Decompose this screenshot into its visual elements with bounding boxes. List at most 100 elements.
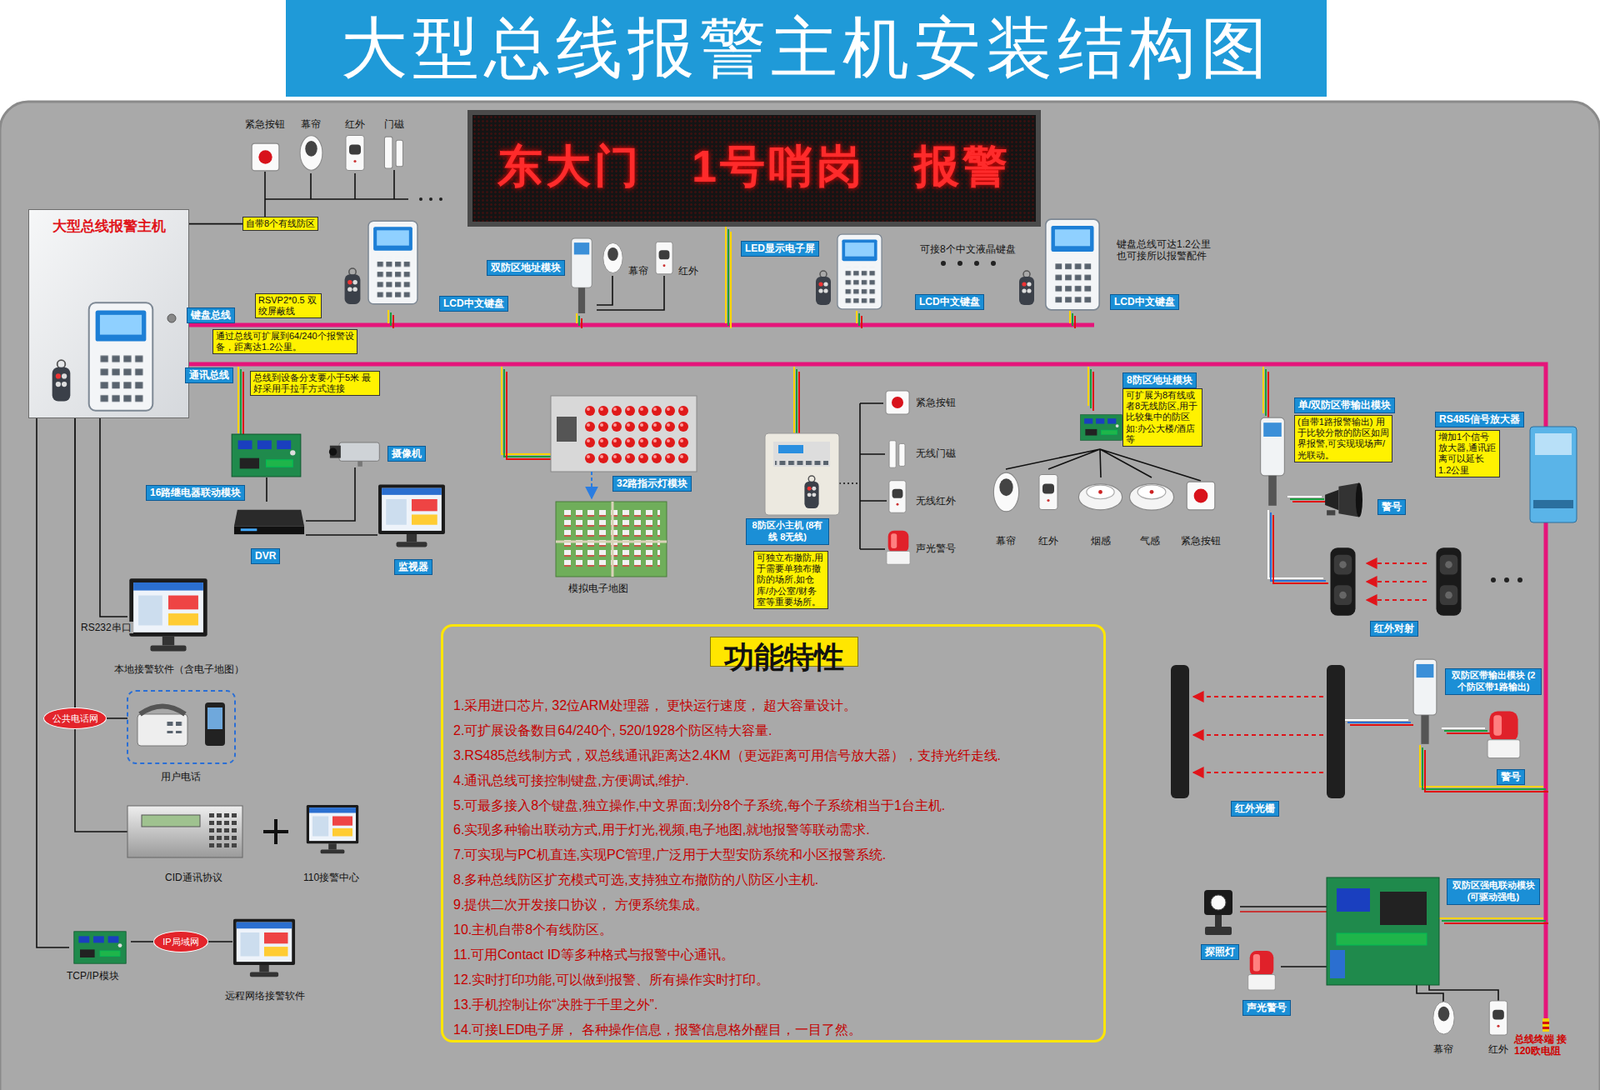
device-icons: [207, 707, 223, 730]
text-label: 门磁: [382, 118, 406, 130]
wire-bundle: [1270, 512, 1326, 581]
wire-bundle: [1087, 366, 1090, 406]
device-icons: [1326, 665, 1345, 799]
node-text: 3.RS485总线制方式，双总线通讯距离达2.4KM（更远距离可用信号放大器），…: [453, 743, 1104, 769]
beam-arrows: [1366, 580, 1427, 583]
device-icons: [345, 268, 361, 305]
text-label: 无线红外: [914, 495, 958, 507]
device-tag: 8防区地址模块: [1122, 372, 1197, 389]
wire-bundle: [1446, 732, 1490, 735]
wire-bundle: [1262, 366, 1265, 414]
device-icons: [234, 510, 305, 535]
device-icons: [1186, 481, 1215, 510]
device-icons: [127, 805, 243, 858]
wire-bundle: [506, 371, 556, 460]
note-callout: 增加1个信号放大器,通讯距离可以延长1.2公里: [1435, 430, 1500, 478]
beam-arrows: [1193, 734, 1324, 736]
device-icons: [74, 931, 126, 964]
node-text: 单/双防区带输出模块: [1298, 399, 1391, 412]
device-tag: 警号: [1496, 769, 1525, 785]
device-icons: [1435, 547, 1461, 616]
node-text: LCD中文键盘: [919, 295, 980, 309]
dots: [419, 197, 423, 201]
device-icons: [384, 136, 403, 169]
wire-bundle: [242, 371, 245, 439]
device-icons: [378, 485, 445, 548]
text-label: 紧急按钮: [1179, 535, 1223, 547]
device-tag: 红外对射: [1370, 620, 1419, 637]
device-icons: [368, 220, 418, 305]
wire-bundle: [1441, 727, 1485, 730]
device-icons: [1039, 475, 1058, 510]
text-label: 紧急按钮: [243, 118, 287, 130]
beam-arrows: [1193, 695, 1324, 698]
device-icons: [1489, 1000, 1508, 1035]
bus-terminal: [1542, 1018, 1550, 1032]
device-icons: [1326, 877, 1440, 985]
device-icons: [127, 690, 235, 764]
node-text: 可扩展为8有线或者8无线防区,用于比较集中的防区如:办公大楼/酒店等: [1125, 390, 1200, 445]
wire-bundle: [1422, 747, 1546, 790]
device-icons: [1380, 891, 1427, 925]
device-icons: [1045, 219, 1100, 310]
device-icons: [1330, 547, 1355, 616]
device-icons: [300, 135, 323, 170]
wire-bundle: [795, 369, 798, 436]
device-icons: [886, 530, 910, 565]
node-text: 2.可扩展设备数目64/240个, 520/1928个防区特大容量.: [453, 718, 1104, 744]
dots: [429, 197, 433, 201]
wire-bundle: [238, 226, 1549, 924]
wire-bundle: [1265, 369, 1267, 416]
device-icons: [137, 714, 188, 746]
device-tag: RS485信号放大器: [1435, 411, 1525, 428]
text-label: 键盘总线可达1.2公里 也可接所以报警配件: [1115, 238, 1220, 263]
node-text: 红外光栅: [1235, 802, 1275, 815]
wire-bundle: [390, 312, 392, 326]
text-label: 可接8个中文液晶键盘: [918, 243, 1018, 255]
text-label: 声光警号: [914, 542, 958, 555]
device-icons: [1487, 710, 1520, 758]
device-tag: 声光警号: [1242, 1000, 1291, 1016]
node-text: 通讯总线: [189, 369, 230, 382]
node-text: 警号: [1500, 770, 1521, 784]
text-label: 110接警中心: [301, 871, 361, 884]
device-icons: [655, 241, 673, 275]
device-icons: [141, 815, 200, 827]
device-tag: 红外光栅: [1230, 800, 1280, 817]
device-tag: DVR: [250, 548, 280, 565]
device-icons: [1336, 933, 1427, 945]
device-tag: 单/双防区带输出模块: [1294, 397, 1395, 414]
device-icons: [231, 434, 301, 477]
dots: [419, 197, 1523, 583]
bus-terminal: [1542, 1026, 1550, 1030]
led-screen: 东大门 1号哨岗 报警: [467, 110, 1041, 227]
wire: [1005, 449, 1201, 481]
node-text: 14.可接LED电子屏， 各种操作信息，报警信息格外醒目，一目了然。: [453, 1017, 1104, 1043]
device-icons: [140, 706, 185, 715]
wire-bundle: [727, 229, 730, 326]
wire-bundle: [578, 315, 580, 326]
host-cabinet: [167, 314, 176, 323]
node-text: 可独立布撤防,用于需要单独布撤防的场所,如仓库/办公室/财务室等重要场所。: [756, 552, 825, 608]
device-icons: [885, 390, 910, 415]
device-icons: [329, 442, 380, 467]
device-icons: [993, 472, 1019, 512]
wire: [860, 403, 887, 550]
host-cabinet-box: 大型总线报警主机: [28, 209, 190, 419]
device-icons: [889, 440, 905, 468]
device-icons: [74, 135, 1577, 1036]
host-cabinet: [52, 360, 71, 401]
node-text: 4.通讯总线可接控制键盘,方便调试,维护.: [453, 768, 1104, 794]
device-tag: 键盘总线: [186, 307, 235, 324]
device-icons: [205, 702, 225, 746]
wire: [839, 482, 860, 485]
diagram-title: 大型总线报警主机安装结构图: [340, 15, 1273, 82]
wire-bundle: [1439, 917, 1544, 920]
device-icons: [550, 395, 697, 472]
text-label: 用户电话: [159, 770, 203, 783]
node-text: 5.可最多接入8个键盘,独立操作,中文界面;划分8个子系统,每个子系统相当于1台…: [453, 793, 1104, 819]
device-icons: [804, 475, 819, 509]
node-text: 8防区小主机 (8有线 8无线): [750, 520, 825, 544]
text-label: 幕帘: [626, 265, 650, 277]
node-text: 声光警号: [1246, 1001, 1287, 1015]
